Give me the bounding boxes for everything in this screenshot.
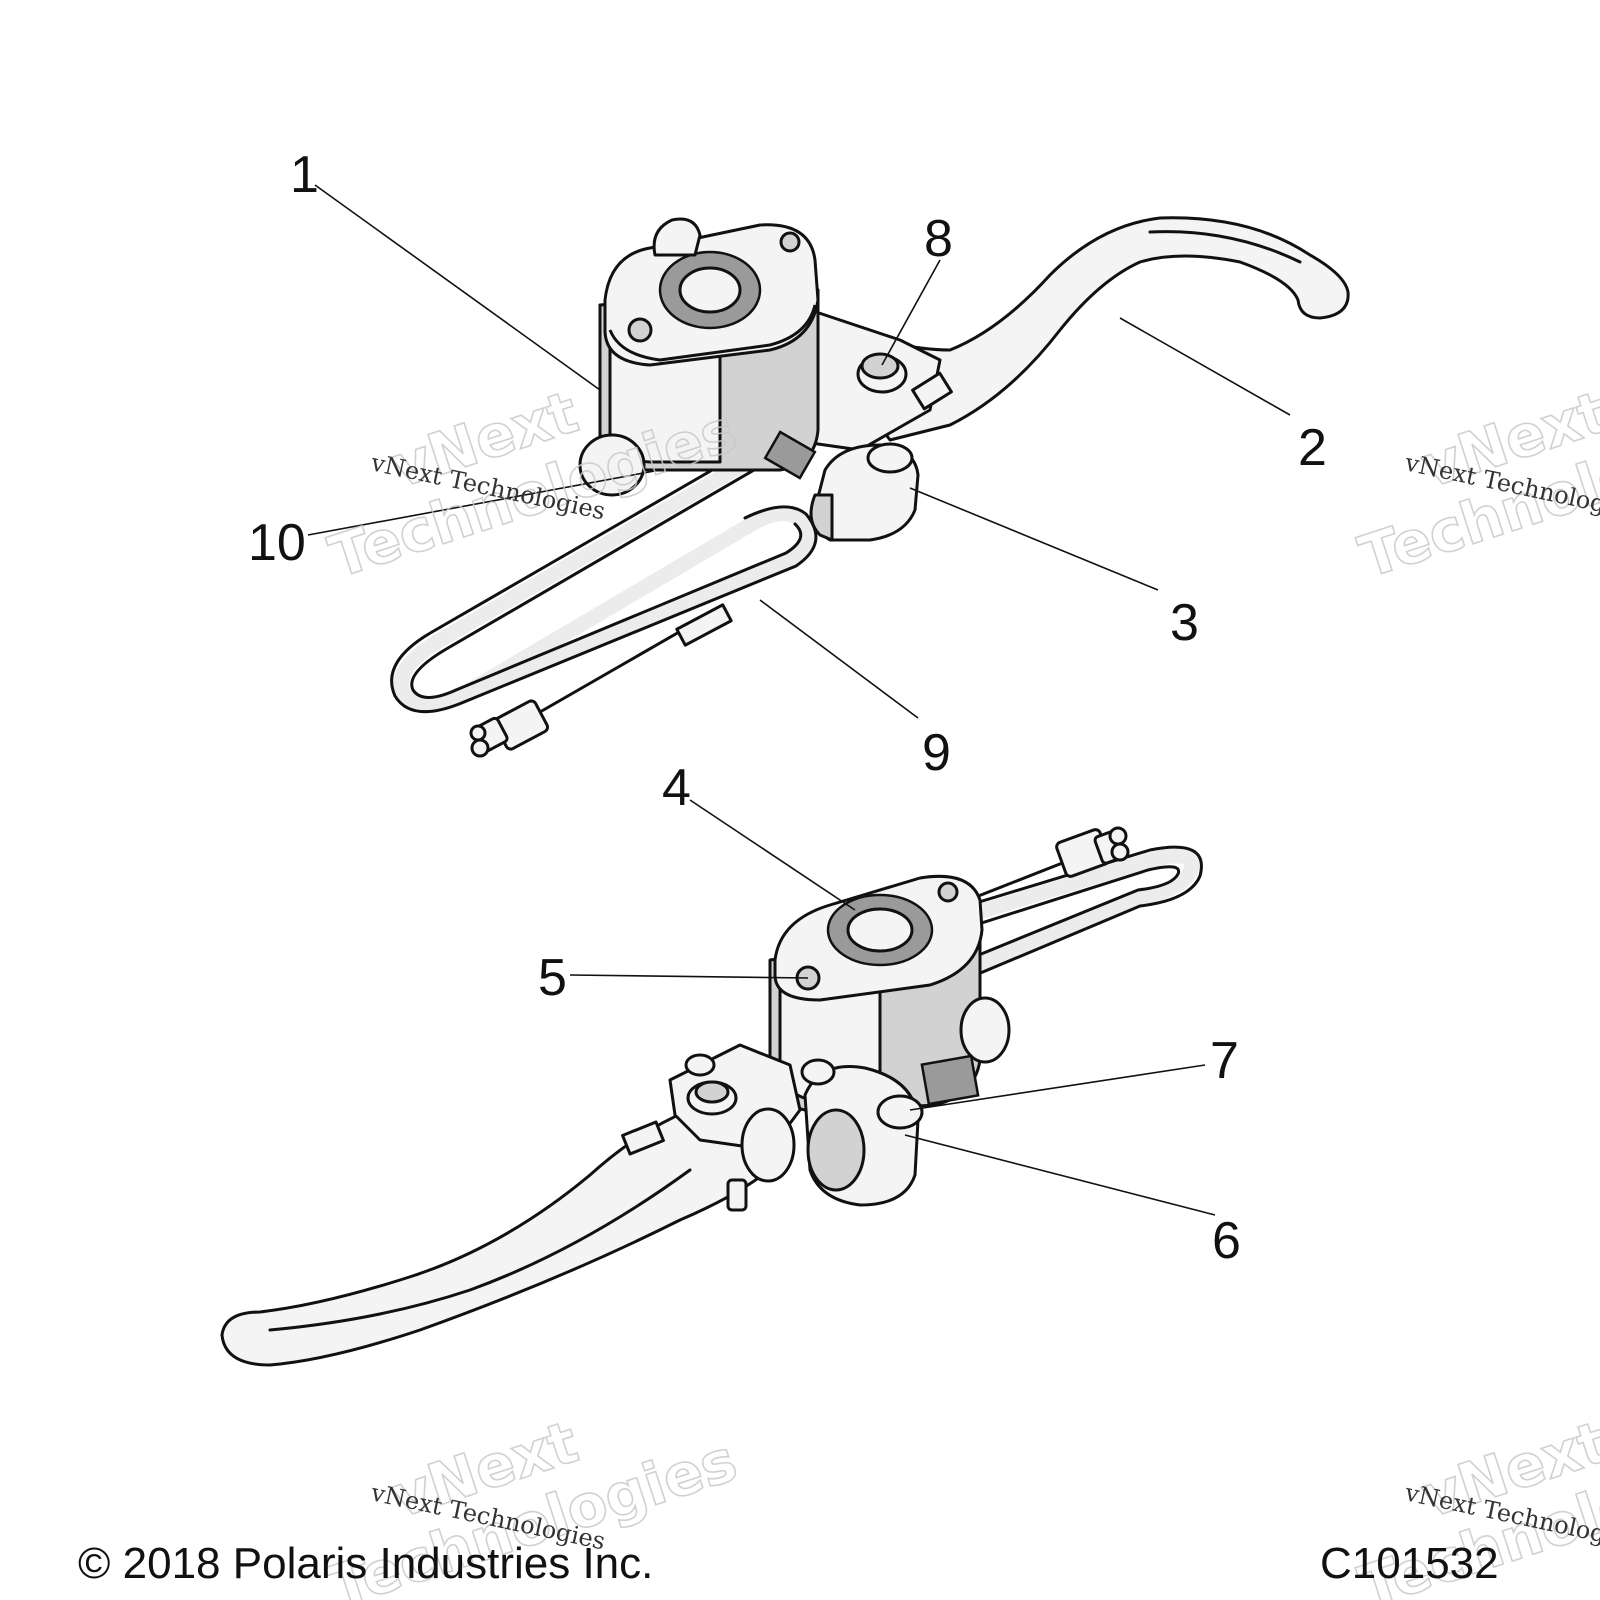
callout-8: 8 <box>924 210 953 268</box>
callout-4: 4 <box>662 759 691 817</box>
callout-6: 6 <box>1212 1212 1241 1270</box>
callout-5: 5 <box>538 949 567 1007</box>
upper-master-cylinder-assembly <box>390 216 1350 758</box>
wire-lead-lower <box>928 826 1130 917</box>
watermark-top-right: vNext Technologies vNext Technologies <box>1351 377 1600 592</box>
connector-lower <box>1055 826 1130 878</box>
leader-4 <box>689 799 856 911</box>
brake-hose-upper <box>390 445 818 714</box>
callout-3: 3 <box>1170 594 1199 652</box>
clamp-bolt-7 <box>800 1058 924 1130</box>
callout-10: 10 <box>248 514 306 572</box>
piston-bore-upper <box>578 433 646 497</box>
lever-lower <box>220 1108 792 1367</box>
leader-8 <box>881 259 941 366</box>
piston-bore-lower <box>959 996 1011 1064</box>
switch-bracket-upper <box>763 430 817 480</box>
label-pad-lower <box>621 1120 665 1156</box>
sight-glass-lower <box>826 893 934 967</box>
wire-lead-upper <box>469 603 733 758</box>
callout-1: 1 <box>290 146 319 204</box>
leader-3 <box>909 487 1159 591</box>
drawing-id: C101532 <box>1320 1539 1499 1588</box>
callout-labels: 1 2 3 4 5 6 7 8 9 10 <box>248 146 1327 1270</box>
copyright-text: © 2018 Polaris Industries Inc. <box>78 1539 653 1588</box>
clamp-bolt-upper <box>866 442 914 474</box>
leader-lines <box>307 184 1291 1216</box>
leader-1 <box>314 184 601 391</box>
sight-glass-upper <box>658 250 762 330</box>
connector-upper <box>469 699 550 758</box>
lower-master-cylinder-assembly <box>220 826 1203 1367</box>
callout-2: 2 <box>1298 419 1327 477</box>
leader-6 <box>904 1134 1216 1216</box>
callout-7: 7 <box>1210 1032 1239 1090</box>
pivot-bolt-8 <box>856 352 908 394</box>
leader-7 <box>909 1064 1206 1111</box>
leader-2 <box>1119 317 1291 416</box>
leader-9 <box>759 599 919 719</box>
top-bolt-upper <box>652 217 702 257</box>
callout-9: 9 <box>922 724 951 782</box>
lid-screw-5-upper <box>627 317 653 343</box>
leader-5 <box>569 974 809 979</box>
leader-10 <box>307 469 661 536</box>
pivot-bolt-lower <box>686 1080 738 1116</box>
brake-hose-lower <box>912 845 1203 992</box>
label-pad-upper <box>911 371 953 411</box>
